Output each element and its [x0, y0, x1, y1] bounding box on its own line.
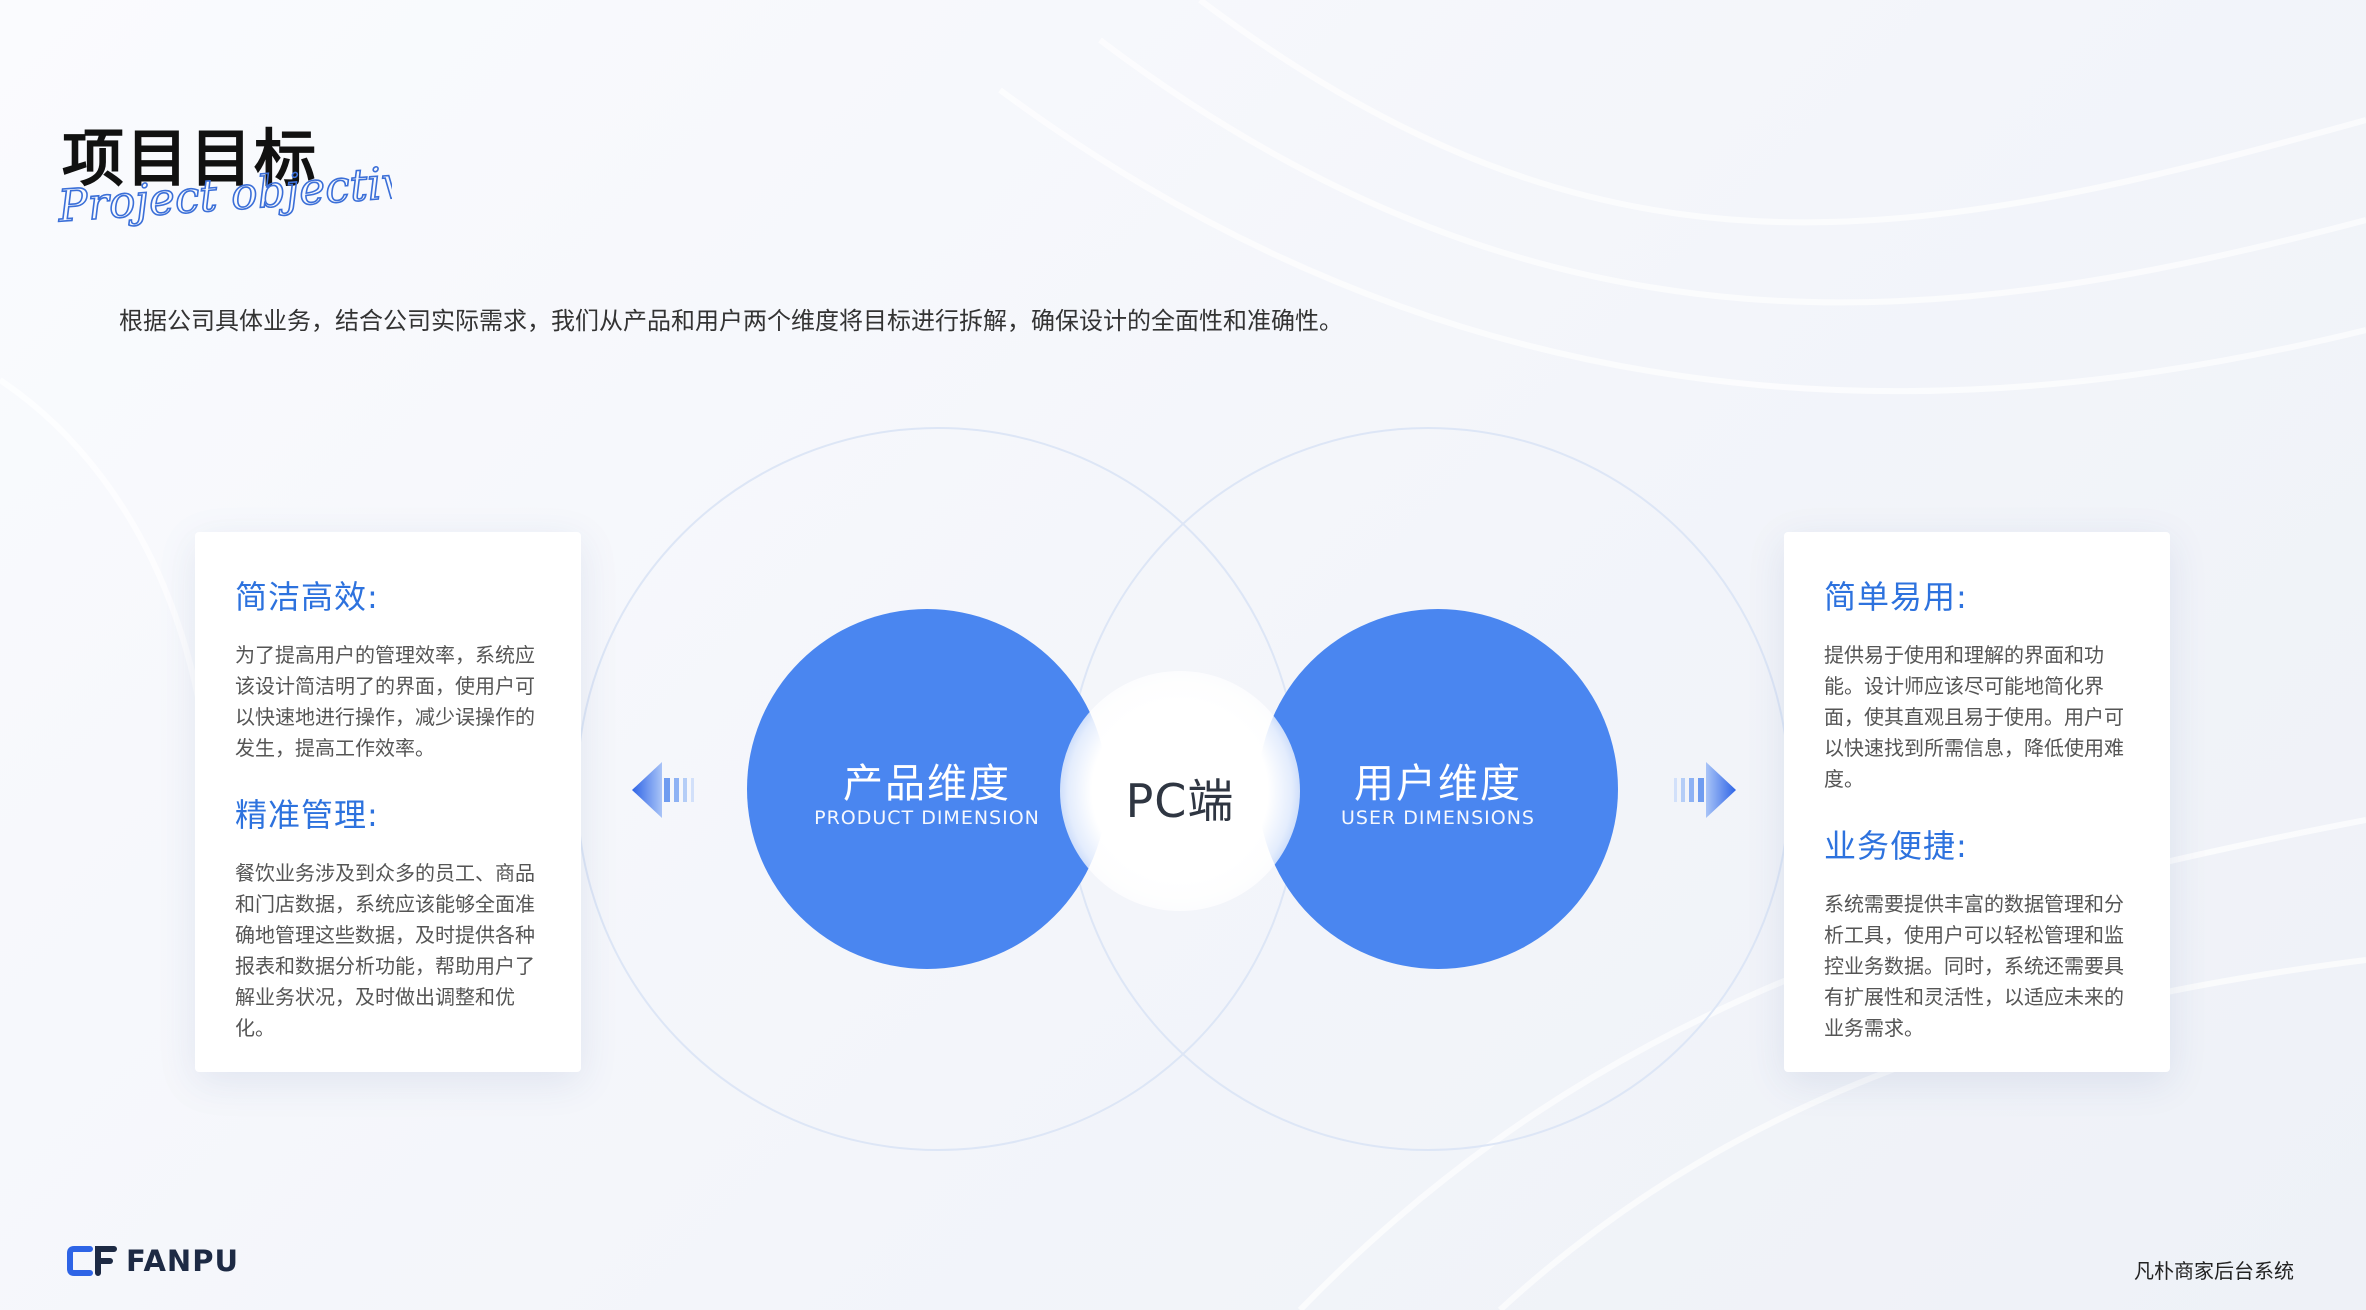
goal-body-concise-efficient: 为了提高用户的管理效率，系统应该设计简洁明了的界面，使用户可以快速地进行操作，减… [235, 643, 535, 760]
arrow-left-icon [632, 762, 694, 818]
user-dimension-subtitle: USER DIMENSIONS [1341, 807, 1535, 829]
user-dimension-title: 用户维度 [1354, 761, 1522, 807]
pc-label: PC端 [1125, 774, 1235, 828]
product-dimension-subtitle: PRODUCT DIMENSION [814, 807, 1040, 829]
product-dimension-title: 产品维度 [843, 761, 1011, 807]
goal-heading-easy-to-use: 简单易用: [1824, 578, 1968, 616]
goal-body-business-convenience: 系统需要提供丰富的数据管理和分析工具，使用户可以轻松管理和监控业务数据。同时，系… [1824, 892, 2124, 1040]
goal-heading-precise-management: 精准管理: [235, 796, 379, 834]
svg-text:Project objectives: Project objectives [56, 154, 392, 233]
arrow-right-icon [1674, 762, 1736, 818]
title-block: 项目目标 Project objectives [55, 108, 392, 233]
goal-heading-business-convenience: 业务便捷: [1824, 827, 1968, 865]
center-lens [1060, 671, 1300, 911]
user-dimension-circle: 用户维度 USER DIMENSIONS [1258, 609, 1618, 969]
script-subtitle: Project objectives [55, 153, 392, 233]
system-name: 凡朴商家后台系统 [2134, 1259, 2294, 1283]
fanpu-logo-icon [67, 1246, 117, 1276]
goal-body-precise-management: 餐饮业务涉及到众多的员工、商品和门店数据，系统应该能够全面准确地管理这些数据，及… [235, 861, 535, 1040]
goal-heading-concise-efficient: 简洁高效: [235, 578, 379, 616]
goal-body-easy-to-use: 提供易于使用和理解的界面和功能。设计师应该尽可能地简化界面，使其直观且易于使用。… [1824, 643, 2124, 791]
brand-name: FANPU [126, 1244, 239, 1278]
intro-text: 根据公司具体业务，结合公司实际需求，我们从产品和用户两个维度将目标进行拆解，确保… [119, 307, 1343, 335]
user-goals-card: 简单易用: 提供易于使用和理解的界面和功能。设计师应该尽可能地简化界面，使其直观… [1784, 532, 2170, 1072]
product-goals-card: 简洁高效: 为了提高用户的管理效率，系统应该设计简洁明了的界面，使用户可以快速地… [195, 532, 581, 1072]
product-dimension-circle: 产品维度 PRODUCT DIMENSION [747, 609, 1107, 969]
page-title: 项目目标 [62, 122, 319, 195]
